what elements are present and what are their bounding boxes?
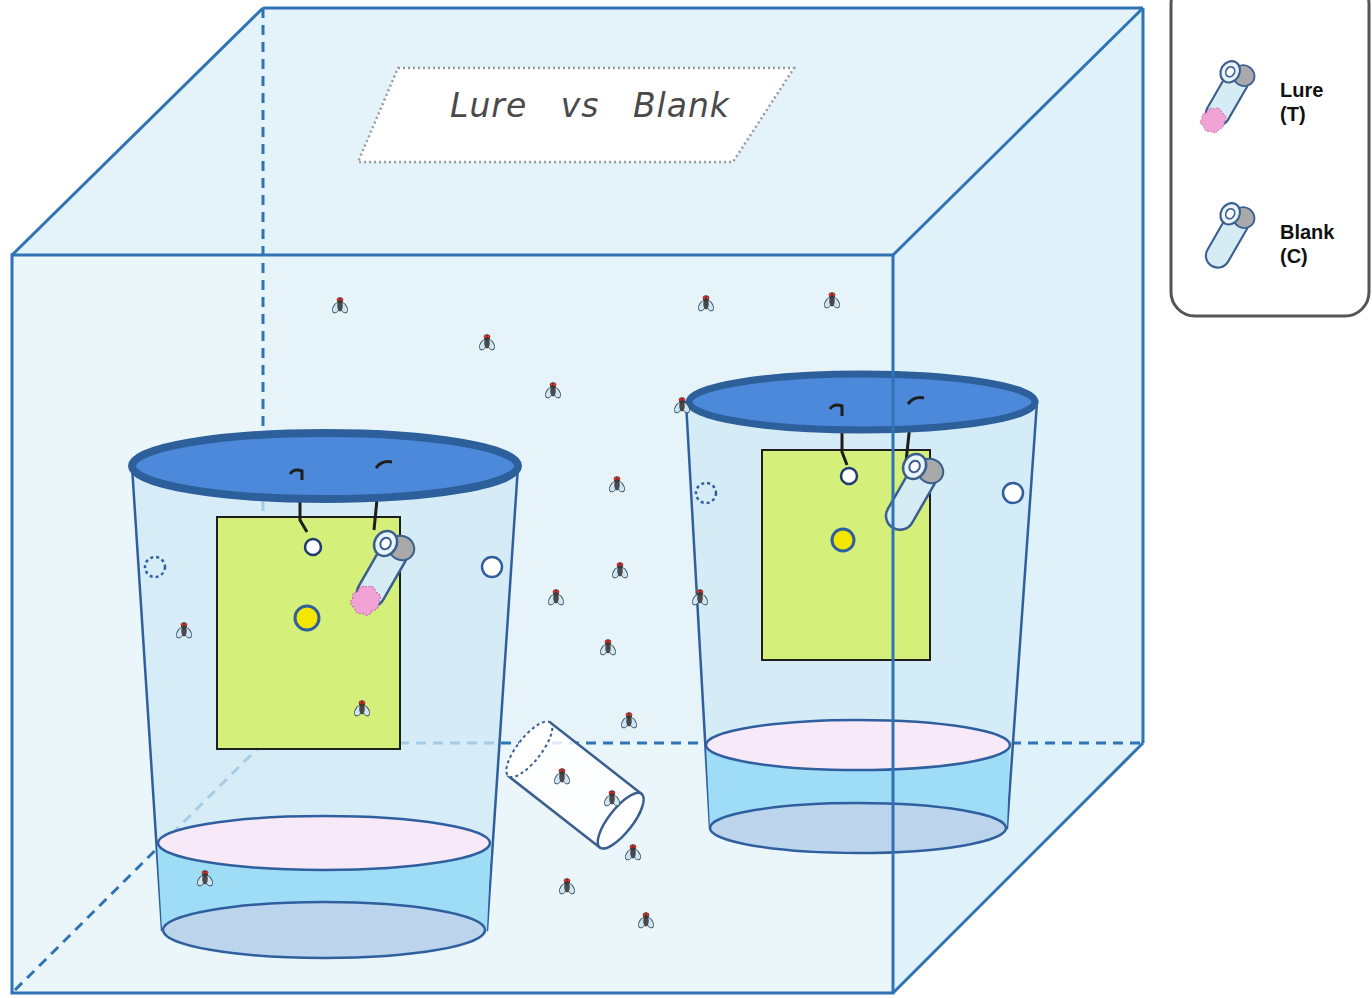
fly bbox=[603, 790, 621, 807]
release-tube bbox=[499, 715, 651, 855]
cup-lid bbox=[132, 433, 518, 499]
fly bbox=[558, 878, 576, 895]
legend-lure-icon bbox=[1191, 55, 1259, 138]
fly bbox=[620, 712, 638, 729]
fly bbox=[196, 870, 214, 887]
tube-end bbox=[499, 715, 560, 783]
cup-hole bbox=[482, 557, 502, 577]
blank-trap bbox=[686, 374, 1037, 853]
fly bbox=[599, 639, 617, 656]
fly bbox=[608, 476, 626, 493]
water-surface bbox=[706, 720, 1010, 770]
blank-vial bbox=[873, 447, 948, 536]
cage-front-edges bbox=[12, 255, 893, 993]
cup-bottom bbox=[163, 902, 485, 958]
fly bbox=[331, 297, 349, 314]
cup-bottom bbox=[710, 803, 1006, 853]
fly bbox=[673, 397, 691, 414]
cage-edge bbox=[893, 8, 1143, 255]
cup-hole bbox=[145, 557, 165, 577]
lid-hook bbox=[908, 398, 924, 404]
cup-hole bbox=[1003, 483, 1023, 503]
fly bbox=[547, 589, 565, 606]
legend-label: Lure (T) bbox=[1280, 78, 1340, 126]
lid-hook bbox=[376, 462, 392, 468]
cup-hole bbox=[696, 483, 716, 503]
lure-trap bbox=[132, 433, 518, 958]
legend-label: Blank (C) bbox=[1280, 220, 1340, 268]
cage-edge bbox=[1142, 8, 1145, 743]
lure-vial bbox=[339, 524, 419, 622]
cage-edge bbox=[12, 255, 893, 993]
card-dot bbox=[295, 606, 319, 630]
tube-end bbox=[590, 787, 651, 855]
fly bbox=[553, 768, 571, 785]
legend-lure-icon bbox=[1197, 103, 1231, 137]
card-hole bbox=[841, 468, 857, 484]
cage-edge bbox=[263, 7, 1143, 10]
legend-frame bbox=[1171, 0, 1369, 316]
lid-hook bbox=[830, 405, 842, 416]
fly bbox=[611, 562, 629, 579]
fly bbox=[478, 334, 496, 351]
cup-lid bbox=[689, 374, 1035, 430]
legend-blank-icon bbox=[1195, 197, 1258, 273]
cage-faces bbox=[12, 8, 1143, 993]
fly bbox=[691, 589, 709, 606]
flies bbox=[175, 292, 841, 929]
lure-vial bbox=[346, 580, 385, 620]
sticky-card bbox=[217, 517, 400, 749]
fly bbox=[353, 700, 371, 717]
fly bbox=[697, 295, 715, 312]
card-hole bbox=[305, 539, 321, 555]
cage-hidden-edges bbox=[12, 8, 1143, 993]
legend-lure-icon bbox=[1197, 103, 1231, 137]
title-frame bbox=[358, 68, 794, 162]
card-dot bbox=[832, 529, 854, 551]
fly bbox=[544, 382, 562, 399]
water-surface bbox=[158, 816, 490, 870]
legend-box bbox=[1171, 0, 1369, 316]
fly bbox=[823, 292, 841, 309]
fly bbox=[175, 622, 193, 639]
fly bbox=[637, 912, 655, 929]
fly bbox=[624, 844, 642, 861]
cage-edge bbox=[12, 8, 263, 255]
lure-vial bbox=[346, 580, 385, 620]
legend-blank-icon bbox=[1195, 197, 1258, 273]
cage-back-edges bbox=[12, 8, 1143, 993]
blank-vial bbox=[873, 447, 948, 536]
lid-hook bbox=[290, 470, 302, 480]
diagram-title: Lure vs Blank bbox=[390, 86, 790, 125]
